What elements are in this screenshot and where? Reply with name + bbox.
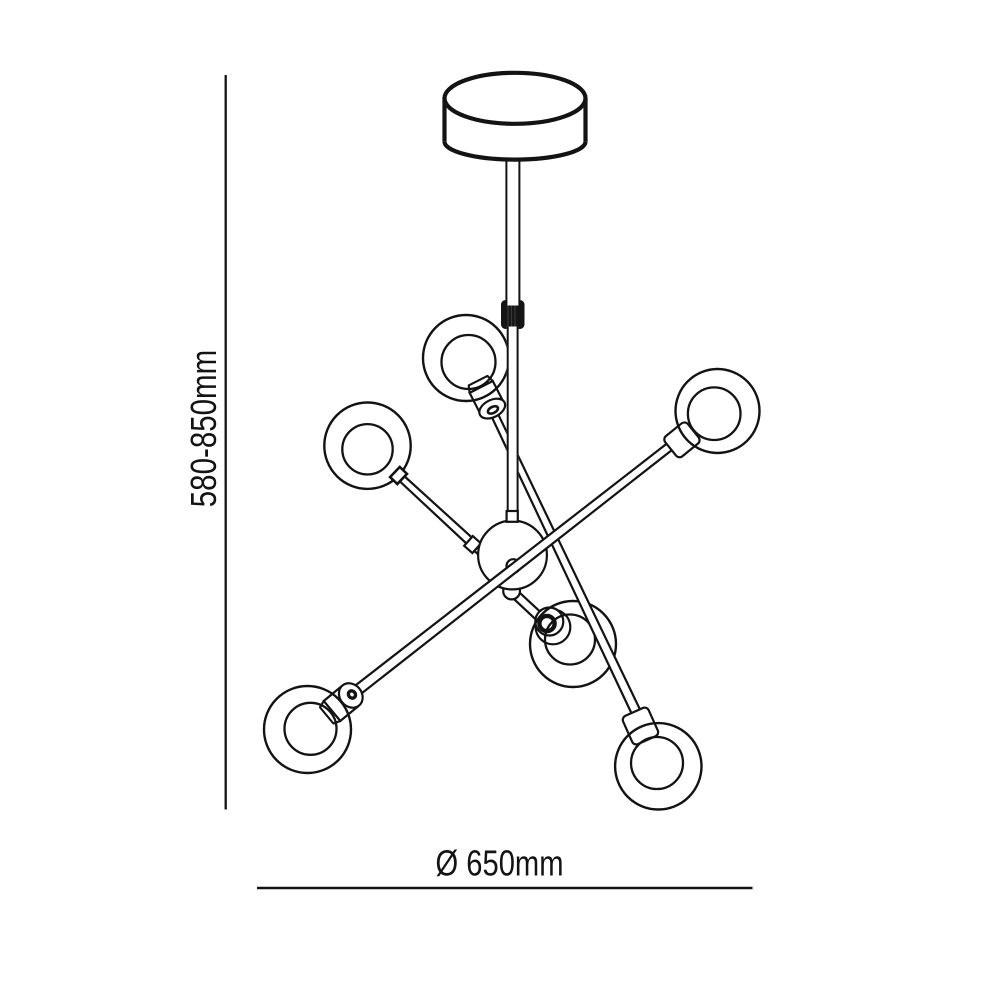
svg-text:Ø 650mm: Ø 650mm <box>436 843 564 884</box>
svg-text:580-850mm: 580-850mm <box>183 350 223 507</box>
